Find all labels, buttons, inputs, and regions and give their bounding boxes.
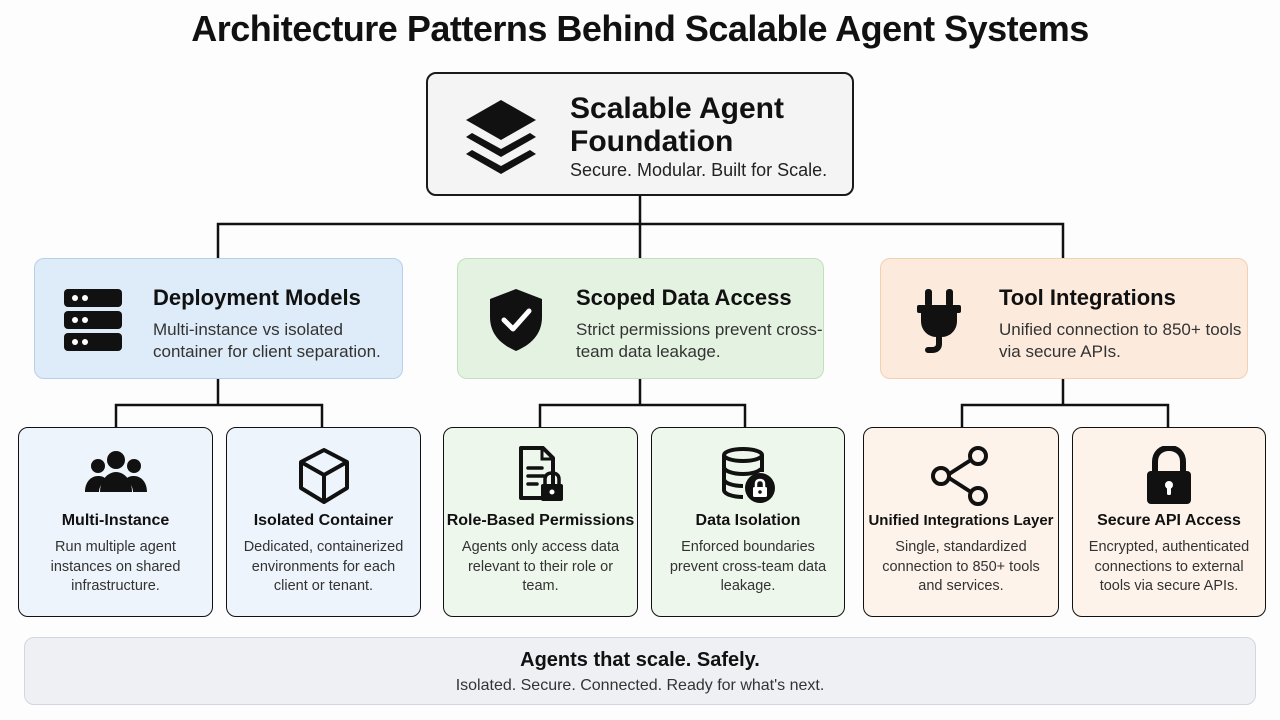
leaf-description: Enforced boundaries prevent cross-team d…: [669, 539, 827, 594]
category-description: Unified connection to 850+ tools via sec…: [999, 320, 1242, 361]
leaf-title: Unified Integrations Layer: [868, 512, 1054, 529]
leaf-isolated-container: Isolated Container Dedicated, containeri…: [226, 427, 421, 617]
leaf-title: Secure API Access: [1097, 512, 1241, 529]
root-subtitle: Secure. Modular. Built for Scale.: [570, 160, 828, 180]
category-description: Strict permissions prevent cross-team da…: [576, 320, 823, 361]
category-title: Scoped Data Access: [576, 285, 792, 310]
category-deployment-models: Deployment Models Multi-instance vs isol…: [34, 258, 403, 379]
leaf-role-based-permissions: Role-Based Permissions Agents only acces…: [443, 427, 638, 617]
leaf-title: Data Isolation: [695, 512, 801, 529]
leaf-unified-integrations-layer: Unified Integrations Layer Single, stand…: [863, 427, 1059, 617]
leaf-description: Encrypted, authenticated connections to …: [1088, 539, 1250, 594]
leaf-description: Dedicated, containerized environments fo…: [243, 539, 404, 594]
leaf-title: Multi-Instance: [61, 512, 170, 529]
category-description: Multi-instance vs isolated container for…: [153, 320, 381, 361]
category-title: Tool Integrations: [999, 285, 1176, 310]
locked-document-icon: [518, 446, 563, 501]
users-icon: [84, 451, 147, 492]
category-tool-integrations: Tool Integrations Unified connection to …: [880, 258, 1248, 379]
footer-banner: Agents that scale. Safely. Isolated. Sec…: [24, 637, 1256, 705]
leaf-multi-instance: Multi-Instance Run multiple agent instan…: [18, 427, 213, 617]
footer-subline: Isolated. Secure. Connected. Ready for w…: [455, 677, 825, 694]
footer-headline: Agents that scale. Safely.: [520, 649, 760, 671]
shield-check-icon: [490, 289, 542, 351]
leaf-description: Single, standardized connection to 850+ …: [882, 539, 1040, 594]
padlock-icon: [1147, 446, 1191, 504]
plug-icon: [917, 289, 961, 353]
layers-icon: [466, 100, 536, 174]
category-scoped-data-access: Scoped Data Access Strict permissions pr…: [457, 258, 824, 379]
locked-database-icon: [722, 447, 775, 503]
leaf-description: Run multiple agent instances on shared i…: [50, 539, 181, 594]
server-icon: [64, 289, 122, 351]
cube-icon: [298, 448, 349, 504]
root-node: Scalable Agent Foundation Secure. Modula…: [426, 72, 854, 196]
leaf-title: Isolated Container: [253, 512, 394, 529]
share-nodes-icon: [931, 446, 988, 506]
leaf-description: Agents only access data relevant to thei…: [461, 539, 620, 594]
leaf-secure-api-access: Secure API Access Encrypted, authenticat…: [1072, 427, 1266, 617]
category-title: Deployment Models: [153, 285, 361, 310]
root-title: Scalable Agent Foundation: [570, 92, 784, 158]
leaf-data-isolation: Data Isolation Enforced boundaries preve…: [651, 427, 845, 617]
page-title: Architecture Patterns Behind Scalable Ag…: [191, 8, 1089, 49]
leaf-title: Role-Based Permissions: [446, 512, 635, 529]
